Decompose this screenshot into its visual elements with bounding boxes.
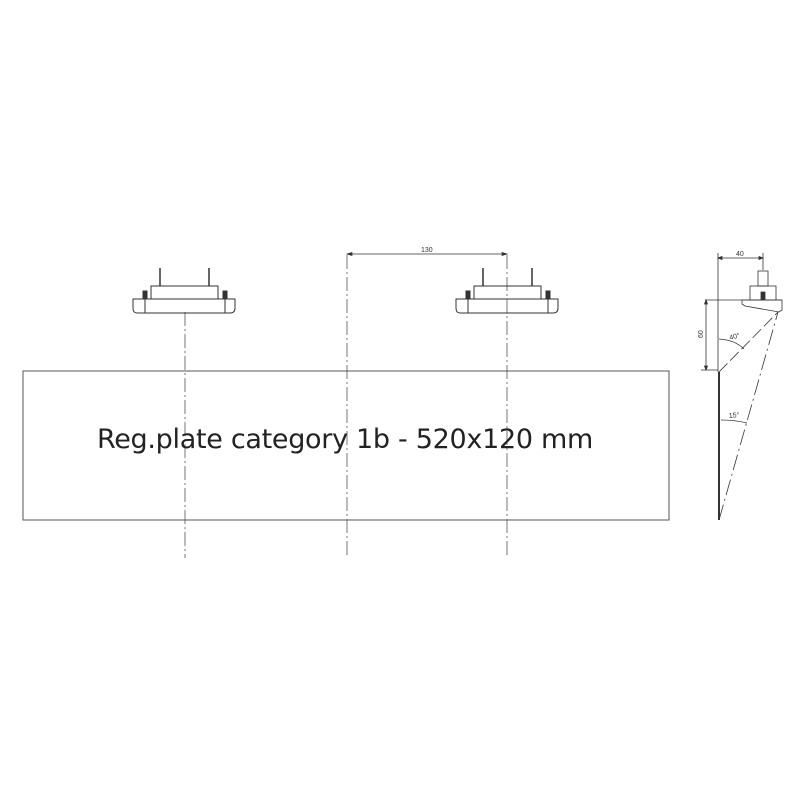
right-lamp-drawing [455, 268, 559, 314]
dim-40-label: 40 [736, 251, 744, 258]
side-view-drawing [701, 253, 783, 521]
angle-40-label: 40° [728, 331, 740, 342]
left-lamp-drawing [132, 268, 236, 314]
plate-label: Reg.plate category 1b - 520x120 mm [96, 424, 593, 455]
dimension-labels: 130 40 60 40° 15° [421, 247, 744, 420]
centerlines [184, 255, 508, 558]
dim-130-label: 130 [421, 247, 433, 254]
angle-15-label: 15° [728, 411, 739, 420]
dimension-130 [345, 252, 509, 256]
reg-plate-outline [22, 370, 670, 521]
dim-60-label: 60 [698, 330, 705, 338]
